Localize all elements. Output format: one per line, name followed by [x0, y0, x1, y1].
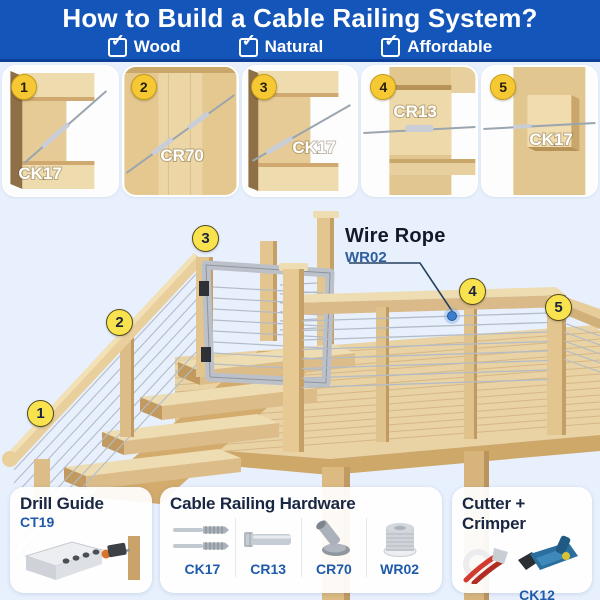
feature-label: Natural	[264, 37, 324, 56]
checkbox-checked-icon: ✓	[238, 31, 258, 57]
swage-stud-icon	[244, 532, 292, 547]
feature-wood: ✓ Wood	[107, 31, 181, 57]
callout-badge-3: 3	[192, 225, 219, 252]
thumbnail-step-5: CK17 5	[483, 67, 596, 195]
hardware-item: CR70	[300, 518, 367, 577]
code-label: CR13	[250, 561, 287, 577]
svg-text:CR70: CR70	[160, 146, 203, 165]
wire-rope-label: Wire Rope	[345, 225, 446, 247]
feature-label: Affordable	[407, 37, 493, 56]
step-number-badge: 5	[490, 74, 517, 100]
svg-text:CK17: CK17	[292, 138, 335, 157]
callout-badge-5: 5	[545, 294, 572, 321]
wire-rope-annotation: Wire Rope WR02	[345, 225, 446, 266]
panel-title: Cable Railing Hardware	[170, 494, 356, 513]
code-label: CK17	[184, 561, 221, 577]
code-label: CK12	[519, 587, 555, 600]
header-banner: How to Build a Cable Railing System? ✓ W…	[0, 0, 600, 62]
post-cable-photo: CR70	[124, 67, 237, 195]
step-number-badge: 2	[130, 74, 157, 100]
angle-washer-icon	[316, 520, 350, 556]
panel-cable-railing-hardware: Cable Railing Hardware CK17	[160, 487, 442, 593]
post-cable-photo: CK17	[243, 67, 356, 195]
hardware-item: CK17	[170, 518, 235, 577]
cable-point-marker	[447, 311, 457, 321]
panel-drill-guide: Drill Guide CT19	[10, 487, 152, 593]
callout-badge-1: 1	[27, 400, 54, 427]
hardware-thumbnail-strip: CK17 1 CR70 2	[4, 67, 596, 195]
svg-text:CK17: CK17	[18, 164, 61, 183]
cutter-crimper-photo	[463, 535, 578, 586]
code-label: CR70	[315, 561, 352, 577]
checkbox-checked-icon: ✓	[381, 31, 401, 57]
page-title: How to Build a Cable Railing System?	[62, 3, 538, 33]
panel-title: Cutter + Crimper	[462, 494, 526, 533]
callout-badge-4: 4	[459, 278, 486, 305]
hardware-item-row: CK17 CR13 CR70	[170, 518, 432, 577]
thumbnail-step-2: CR70 2	[123, 67, 237, 195]
swage-lag-screws-icon	[173, 526, 230, 550]
step-number-badge: 1	[11, 74, 37, 100]
wire-rope-spool-icon	[383, 523, 417, 557]
feature-affordable: ✓ Affordable	[381, 31, 493, 57]
callout-badge-2: 2	[106, 309, 133, 336]
hardware-item: CR13	[234, 518, 301, 577]
svg-text:CR13: CR13	[394, 102, 437, 121]
code-label: WR02	[380, 561, 420, 577]
feature-label: Wood	[133, 37, 181, 56]
post-cable-photo: CR13	[363, 67, 476, 195]
feature-natural: ✓ Natural	[238, 31, 324, 57]
post-cable-photo: CK17	[4, 67, 117, 195]
thumbnail-step-4: CR13 4	[363, 67, 477, 195]
hardware-item: WR02	[366, 518, 432, 577]
code-label: CT19	[20, 514, 55, 530]
wire-rope-code: WR02	[345, 249, 387, 266]
feature-list: ✓ Wood ✓ Natural ✓ Affordable	[0, 31, 600, 57]
panel-cutter-crimper: Cutter + Crimper CK12	[452, 487, 592, 600]
panel-title: Drill Guide	[20, 494, 104, 513]
thumbnail-step-3: CK17 3	[243, 67, 357, 195]
checkbox-checked-icon: ✓	[107, 31, 127, 57]
svg-text:CK17: CK17	[530, 130, 573, 149]
drill-guide-photo	[24, 536, 140, 580]
thumbnail-step-1: CK17 1	[4, 67, 117, 195]
step-number-badge: 3	[250, 74, 277, 100]
step-number-badge: 4	[370, 74, 397, 100]
